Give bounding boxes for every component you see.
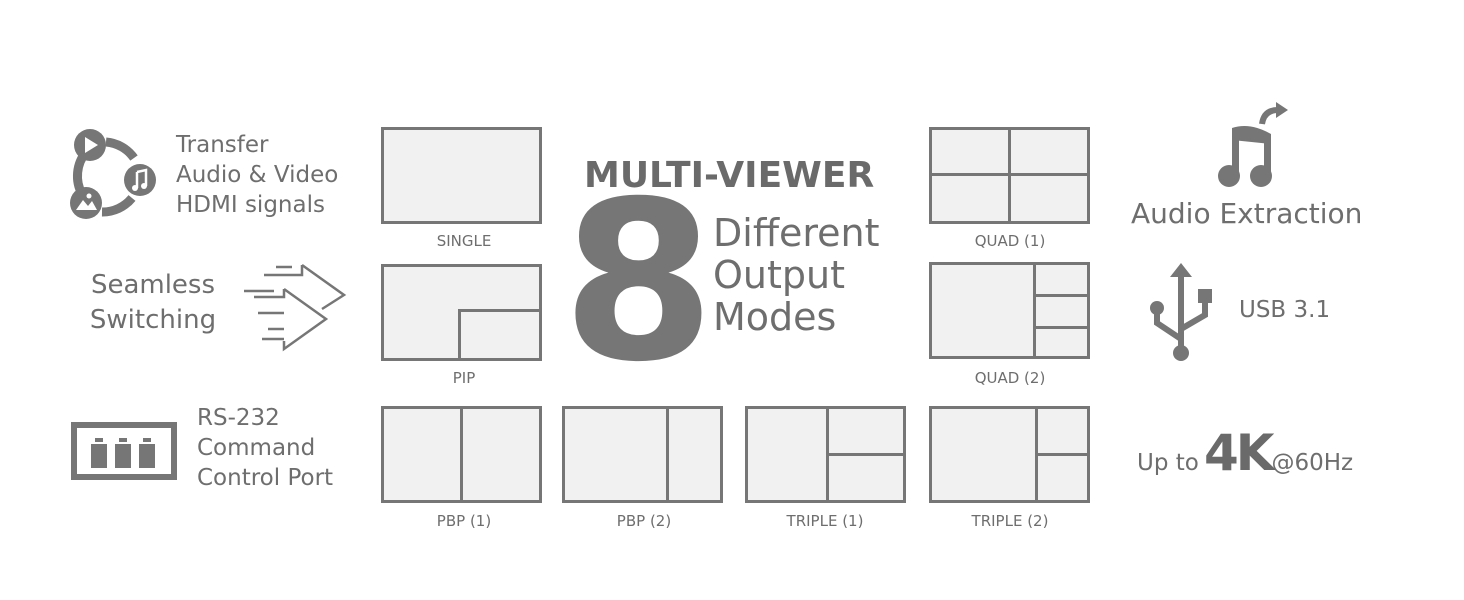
line: Modes <box>713 295 837 339</box>
audio-extraction-icon <box>1218 102 1288 187</box>
mode-label: TRIPLE (2) <box>971 512 1049 530</box>
resolution-4k: 4K <box>1203 424 1275 482</box>
mode-quad2-diagram <box>929 262 1090 359</box>
mode-label: TRIPLE (1) <box>786 512 864 530</box>
mode-label: PIP <box>452 369 476 387</box>
feature-rs232-text: RS-232 Command Control Port <box>197 403 333 493</box>
usb-text: USB 3.1 <box>1239 297 1331 323</box>
mode-pip-diagram <box>381 264 542 361</box>
fast-arrows-icon <box>244 263 347 352</box>
divider <box>1033 265 1036 356</box>
line: RS-232 <box>197 405 280 431</box>
usb-icon <box>1150 263 1212 361</box>
feature-switching-text: Seamless Switching <box>78 268 228 338</box>
line: Seamless <box>90 270 216 300</box>
mode-label: QUAD (2) <box>974 369 1046 387</box>
mode-pbp2-diagram <box>562 406 723 503</box>
resolution-text: Up to 4K@60Hz <box>1137 424 1353 482</box>
audio-extraction-text: Audio Extraction <box>1131 197 1363 230</box>
divider <box>666 409 669 500</box>
mode-label: PBP (1) <box>436 512 492 530</box>
divider <box>1033 294 1087 297</box>
line: Audio & Video <box>176 162 339 188</box>
mode-triple1-diagram <box>745 406 906 503</box>
mode-label: QUAD (1) <box>974 232 1046 250</box>
line: Control Port <box>197 465 334 491</box>
modes-caption: Different Output Modes <box>713 212 880 338</box>
mode-label: PBP (2) <box>616 512 672 530</box>
divider <box>460 409 463 500</box>
multiviewer-heading: MULTI-VIEWER <box>584 155 875 196</box>
line: Transfer <box>176 132 269 158</box>
mode-quad1-diagram <box>929 127 1090 224</box>
mode-pbp1-diagram <box>381 406 542 503</box>
line: Switching <box>89 305 217 335</box>
line: HDMI signals <box>176 192 325 218</box>
mode-count-number: 8 <box>562 154 716 410</box>
media-transfer-icon <box>70 129 156 219</box>
mode-single-diagram <box>381 127 542 224</box>
mode-label: SINGLE <box>436 232 492 250</box>
line: Different <box>713 211 880 255</box>
line: Output <box>713 253 845 297</box>
serial-port-icon <box>71 422 177 480</box>
divider <box>1033 326 1087 329</box>
mode-triple2-diagram <box>929 406 1090 503</box>
divider <box>1035 453 1087 456</box>
pip-window <box>458 309 542 361</box>
divider <box>932 173 1087 176</box>
resolution-prefix: Up to <box>1137 450 1199 476</box>
line: Command <box>197 435 316 461</box>
resolution-suffix: @60Hz <box>1271 450 1354 476</box>
divider <box>826 453 903 456</box>
feature-transfer-text: Transfer Audio & Video HDMI signals <box>176 130 338 220</box>
